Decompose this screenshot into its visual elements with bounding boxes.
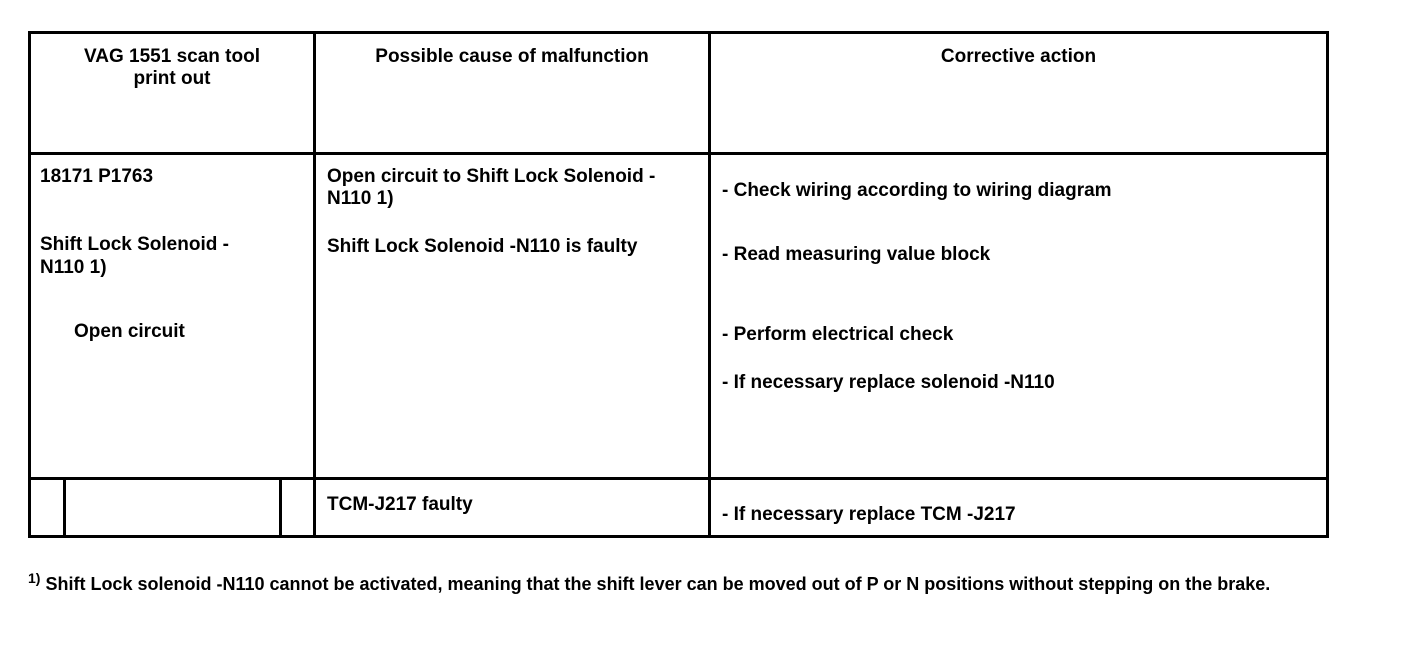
print-out-content: 18171 P1763 Shift Lock Solenoid - N110 1… <box>31 155 313 344</box>
cause-item: Shift Lock Solenoid -N110 is faulty <box>327 235 638 257</box>
cell-corrective-action: - If necessary replace TCM -J217 <box>708 477 1329 538</box>
action-item: - If necessary replace solenoid -N110 <box>722 372 1055 394</box>
fault-code: 18171 P1763 <box>40 166 154 187</box>
column-header-corrective-action-label: Corrective action <box>940 46 1097 67</box>
table-row: TCM-J217 faulty - If necessary replace T… <box>28 477 1329 538</box>
footnote-text: Shift Lock solenoid -N110 cannot be acti… <box>40 574 1271 594</box>
column-header-possible-cause-label: Possible cause of malfunction <box>375 46 649 67</box>
print-out-subcell-left <box>31 480 66 535</box>
cell-possible-cause: Open circuit to Shift Lock Solenoid - N1… <box>313 152 711 480</box>
fault-component: Shift Lock Solenoid - N110 1) <box>40 234 229 278</box>
print-out-subcell-right <box>282 480 313 535</box>
column-header-corrective-action: Corrective action <box>708 31 1329 155</box>
fault-condition: Open circuit <box>74 321 185 343</box>
corrective-action-content: - Check wiring according to wiring diagr… <box>711 155 1326 395</box>
possible-cause-content: Open circuit to Shift Lock Solenoid - N1… <box>316 155 708 258</box>
action-item: - If necessary replace TCM -J217 <box>722 504 1016 525</box>
cell-corrective-action: - Check wiring according to wiring diagr… <box>708 152 1329 480</box>
fault-diagnosis-table: VAG 1551 scan tool print out Possible ca… <box>28 31 1329 538</box>
action-item: - Perform electrical check <box>722 323 954 345</box>
column-header-scan-tool-print-out: VAG 1551 scan tool print out <box>28 31 316 155</box>
footnote: 1) Shift Lock solenoid -N110 cannot be a… <box>28 570 1338 597</box>
cell-scan-tool-print-out: 18171 P1763 Shift Lock Solenoid - N110 1… <box>28 152 316 480</box>
footnote-marker: 1) <box>28 570 41 586</box>
column-header-scan-tool-print-out-label: VAG 1551 scan tool print out <box>84 46 260 90</box>
column-header-possible-cause: Possible cause of malfunction <box>313 31 711 155</box>
print-out-subdivided-cell <box>31 480 313 535</box>
cause-item: TCM-J217 faulty <box>327 494 473 515</box>
table-header-row: VAG 1551 scan tool print out Possible ca… <box>28 31 1329 155</box>
cell-possible-cause: TCM-J217 faulty <box>313 477 711 538</box>
action-item: - Read measuring value block <box>722 244 991 266</box>
cell-scan-tool-print-out <box>28 477 316 538</box>
table-row: 18171 P1763 Shift Lock Solenoid - N110 1… <box>28 152 1329 480</box>
cause-item: Open circuit to Shift Lock Solenoid - N1… <box>327 166 656 210</box>
print-out-subcell-middle <box>66 480 282 535</box>
action-item: - Check wiring according to wiring diagr… <box>722 180 1112 201</box>
